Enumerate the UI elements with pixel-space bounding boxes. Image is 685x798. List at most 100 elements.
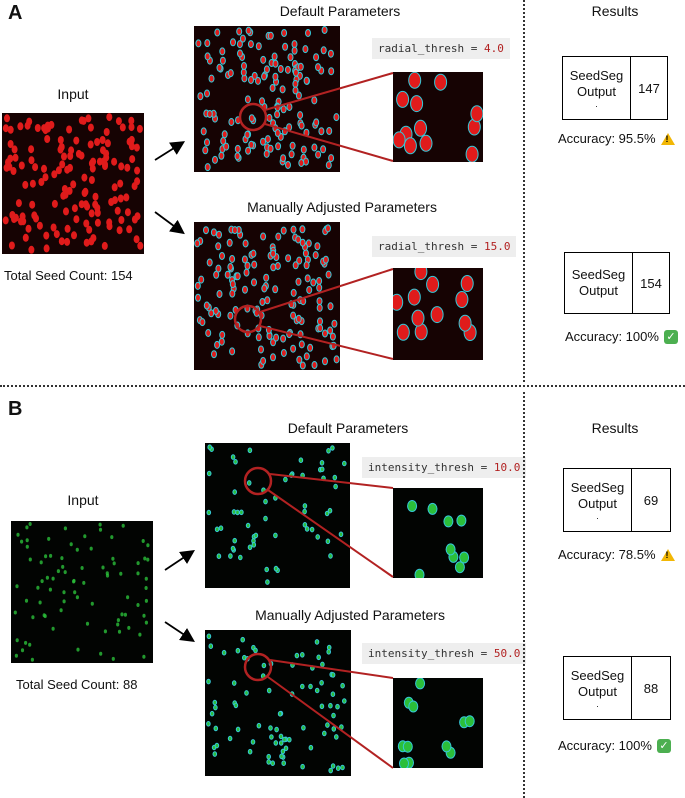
seed-mark: [319, 703, 325, 710]
seed-mark: [274, 110, 281, 119]
seed-mark: [213, 270, 220, 279]
seed-mark: [58, 237, 65, 246]
seed-mark: [144, 586, 148, 590]
seed-mark: [269, 84, 276, 92]
seed-mark: [36, 585, 40, 590]
seed-mark: [253, 647, 258, 654]
seed-mark: [28, 557, 32, 562]
seed-mark: [80, 566, 84, 570]
seed-mark: [298, 121, 305, 130]
seed-mark: [290, 288, 297, 297]
seed-mark: [29, 179, 36, 188]
seed-mark: [392, 131, 406, 149]
seed-mark: [215, 242, 222, 251]
seed-mark: [269, 734, 274, 740]
seed-mark: [263, 515, 268, 522]
check-icon: ✓: [656, 738, 671, 753]
seed-mark: [28, 145, 35, 154]
seed-mark: [267, 31, 274, 40]
seed-mark: [123, 612, 127, 617]
seed-mark: [255, 333, 262, 342]
seed-mark: [88, 159, 95, 168]
seed-mark: [268, 725, 273, 731]
seed-mark: [246, 480, 252, 486]
seed-mark: [59, 608, 63, 613]
seed-mark: [261, 284, 268, 293]
seed-mark: [51, 170, 58, 179]
seed-mark: [62, 590, 66, 595]
seed-mark: [116, 618, 120, 623]
seed-mark: [247, 748, 253, 755]
seed-mark: [235, 509, 240, 516]
seed-mark: [204, 163, 211, 172]
panel-b-default-zoom: [393, 488, 483, 581]
seed-mark: [277, 65, 284, 73]
seed-mark: [320, 145, 327, 154]
seed-mark: [399, 757, 409, 770]
seed-mark: [116, 226, 123, 235]
seed-mark: [61, 564, 65, 569]
seed-mark: [290, 344, 297, 353]
seed-mark: [295, 91, 302, 100]
seed-mark: [211, 350, 217, 359]
warning-icon: [660, 132, 675, 145]
seed-mark: [314, 639, 320, 645]
seed-mark: [427, 502, 438, 515]
seed-mark: [124, 163, 131, 172]
seed-mark: [70, 180, 77, 189]
seed-mark: [329, 332, 336, 341]
seed-mark: [270, 249, 277, 258]
seed-mark: [311, 96, 318, 105]
seed-mark: [214, 742, 220, 749]
seed-mark: [255, 76, 261, 85]
result-count: 147: [638, 80, 660, 96]
seed-mark: [315, 150, 322, 159]
seed-mark: [275, 232, 282, 241]
seed-mark: [342, 460, 347, 467]
seed-mark: [295, 314, 302, 323]
seed-mark: [300, 683, 305, 690]
seed-mark: [106, 113, 113, 122]
seed-mark: [64, 237, 71, 246]
seed-mark: [51, 626, 55, 631]
seed-mark: [248, 76, 254, 84]
seed-mark: [219, 252, 225, 260]
panel-b-letter: B: [8, 398, 23, 420]
seed-mark: [258, 345, 264, 354]
seed-mark: [426, 275, 440, 293]
seed-mark: [134, 166, 141, 175]
seed-mark: [334, 734, 339, 740]
seed-mark: [71, 204, 78, 213]
seed-mark: [326, 448, 331, 454]
seed-mark: [99, 136, 106, 144]
seed-mark: [313, 118, 320, 127]
label-line: Output: [578, 283, 619, 298]
seed-mark: [12, 153, 19, 162]
seed-mark: [279, 85, 286, 94]
seed-mark: [83, 534, 87, 539]
seed-mark: [330, 445, 335, 451]
seed-mark: [325, 270, 332, 279]
seed-mark: [223, 142, 230, 151]
seed-mark: [58, 143, 65, 151]
seed-mark: [414, 119, 427, 137]
seed-mark: [315, 534, 320, 540]
seed-mark: [295, 277, 302, 286]
seed-mark: [240, 636, 246, 643]
seed-mark: [316, 283, 323, 292]
seed-mark: [44, 135, 51, 143]
seed-mark: [85, 621, 90, 626]
seed-mark: [229, 347, 236, 356]
seed-mark: [219, 330, 226, 339]
seed-mark: [200, 127, 207, 136]
seed-mark: [290, 225, 297, 234]
seed-mark: [24, 640, 28, 645]
seed-mark: [38, 600, 42, 605]
seed-mark: [7, 125, 14, 134]
seed-mark: [50, 223, 57, 232]
seed-mark: [198, 275, 205, 284]
seed-mark: [115, 117, 122, 126]
